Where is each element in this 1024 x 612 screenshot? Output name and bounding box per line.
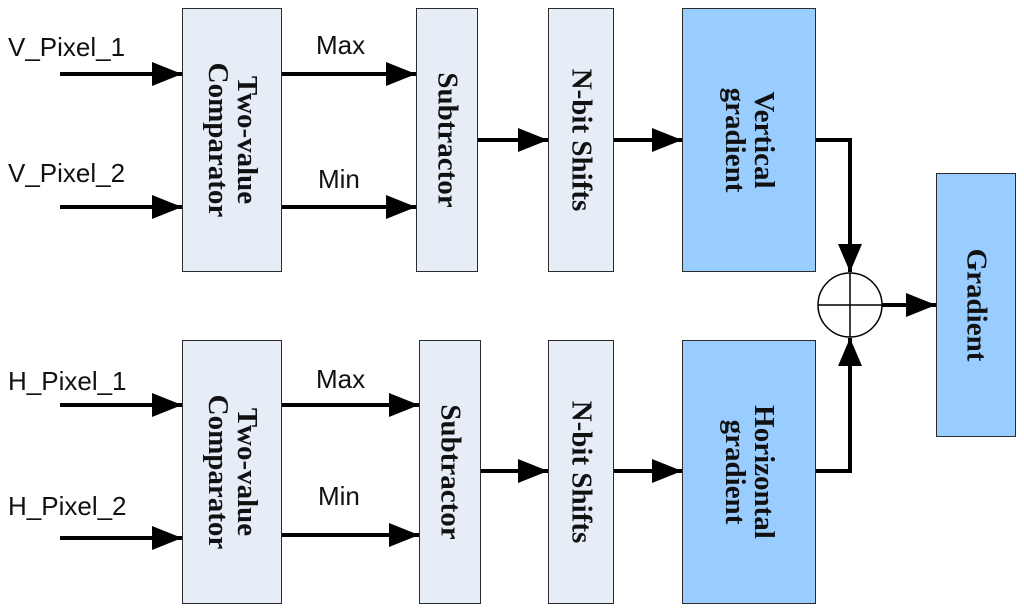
- arrowhead: [838, 338, 862, 366]
- comparator-block-bottom: Two-value Comparator: [182, 340, 282, 604]
- arrowhead: [152, 393, 182, 417]
- arrowhead: [389, 523, 419, 547]
- arrowhead: [518, 459, 548, 483]
- horizontal-gradient-block: Horizontal gradient: [682, 340, 816, 604]
- input-label-h-pixel-1: H_Pixel_1: [8, 366, 127, 396]
- signal-label-min-top: Min: [318, 164, 360, 194]
- signal-label-max-top: Max: [316, 30, 366, 60]
- input-label-h-pixel-2: H_Pixel_2: [8, 491, 127, 521]
- wire-horizontal-to-adder: [816, 338, 852, 473]
- shifts-block-bottom: N-bit Shifts: [548, 340, 614, 604]
- arrowhead: [652, 128, 682, 152]
- arrowhead: [386, 62, 416, 86]
- adder-sum-icon: [817, 272, 883, 338]
- arrowhead: [838, 244, 862, 272]
- subtractor-block-top: Subtractor: [416, 8, 478, 272]
- wire-vertical-to-adder: [816, 138, 852, 272]
- arrowhead: [652, 459, 682, 483]
- input-label-v-pixel-2: V_Pixel_2: [8, 158, 126, 188]
- arrowhead: [152, 62, 182, 86]
- arrowhead: [518, 128, 548, 152]
- vertical-gradient-block: Vertical gradient: [682, 8, 816, 272]
- comparator-block-top: Two-value Comparator: [182, 8, 282, 272]
- arrowhead: [389, 393, 419, 417]
- signal-label-min-bottom: Min: [318, 481, 360, 511]
- arrowhead: [152, 526, 182, 550]
- subtractor-block-bottom: Subtractor: [419, 340, 481, 604]
- shifts-block-top: N-bit Shifts: [548, 8, 614, 272]
- signal-label-max-bottom: Max: [316, 364, 366, 394]
- arrowhead: [906, 293, 936, 317]
- input-label-v-pixel-1: V_Pixel_1: [8, 32, 126, 62]
- gradient-output-block: Gradient: [936, 173, 1016, 437]
- arrowhead: [152, 195, 182, 219]
- arrowhead: [386, 195, 416, 219]
